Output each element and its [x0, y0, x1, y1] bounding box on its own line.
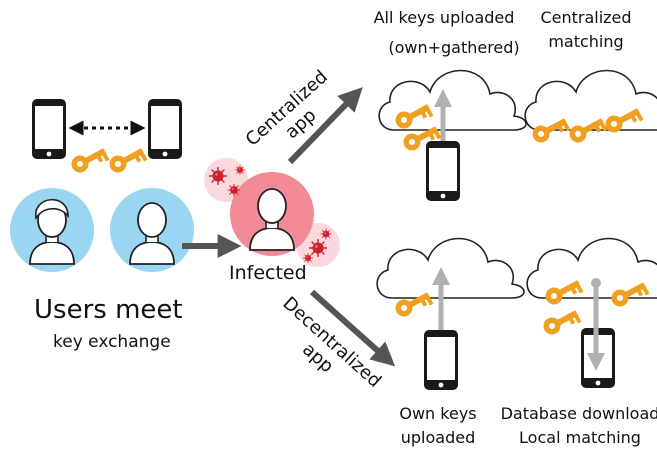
phone-icon: [424, 330, 458, 390]
all-keys-uploaded-line2: (own+gathered): [388, 38, 520, 57]
virus-icon: [227, 183, 241, 197]
centralized-matching-line1: Centralized: [540, 8, 632, 27]
database-download-line1: Database download: [500, 404, 657, 423]
phone-icon: [32, 99, 66, 159]
user-avatar-icon: [29, 198, 75, 265]
cloud-icon: [524, 69, 657, 131]
local-matching-line2: Local matching: [519, 428, 641, 447]
phone-icon: [426, 141, 460, 201]
key-icon: [106, 143, 148, 177]
cloud-icon: [376, 237, 525, 299]
virus-icon: [234, 164, 246, 176]
own-keys-uploaded-line2: uploaded: [400, 428, 476, 447]
centralized-matching-line2: matching: [548, 32, 624, 51]
all-keys-uploaded-line1: All keys uploaded: [373, 8, 515, 27]
virus-icon: [320, 228, 332, 240]
key-icon: [540, 305, 582, 339]
download-origin-dot: [591, 278, 601, 288]
infected-label: Infected: [229, 262, 307, 284]
arrow-icon: [287, 87, 363, 165]
key-exchange-label: key exchange: [53, 332, 171, 352]
virus-icon: [308, 238, 328, 258]
arrow-icon: [309, 289, 396, 367]
key-icon: [68, 143, 110, 177]
virus-icon: [208, 166, 228, 186]
own-keys-uploaded-line1: Own keys: [399, 404, 477, 423]
phone-icon: [148, 99, 182, 159]
users-meet-label: Users meet: [34, 295, 183, 325]
